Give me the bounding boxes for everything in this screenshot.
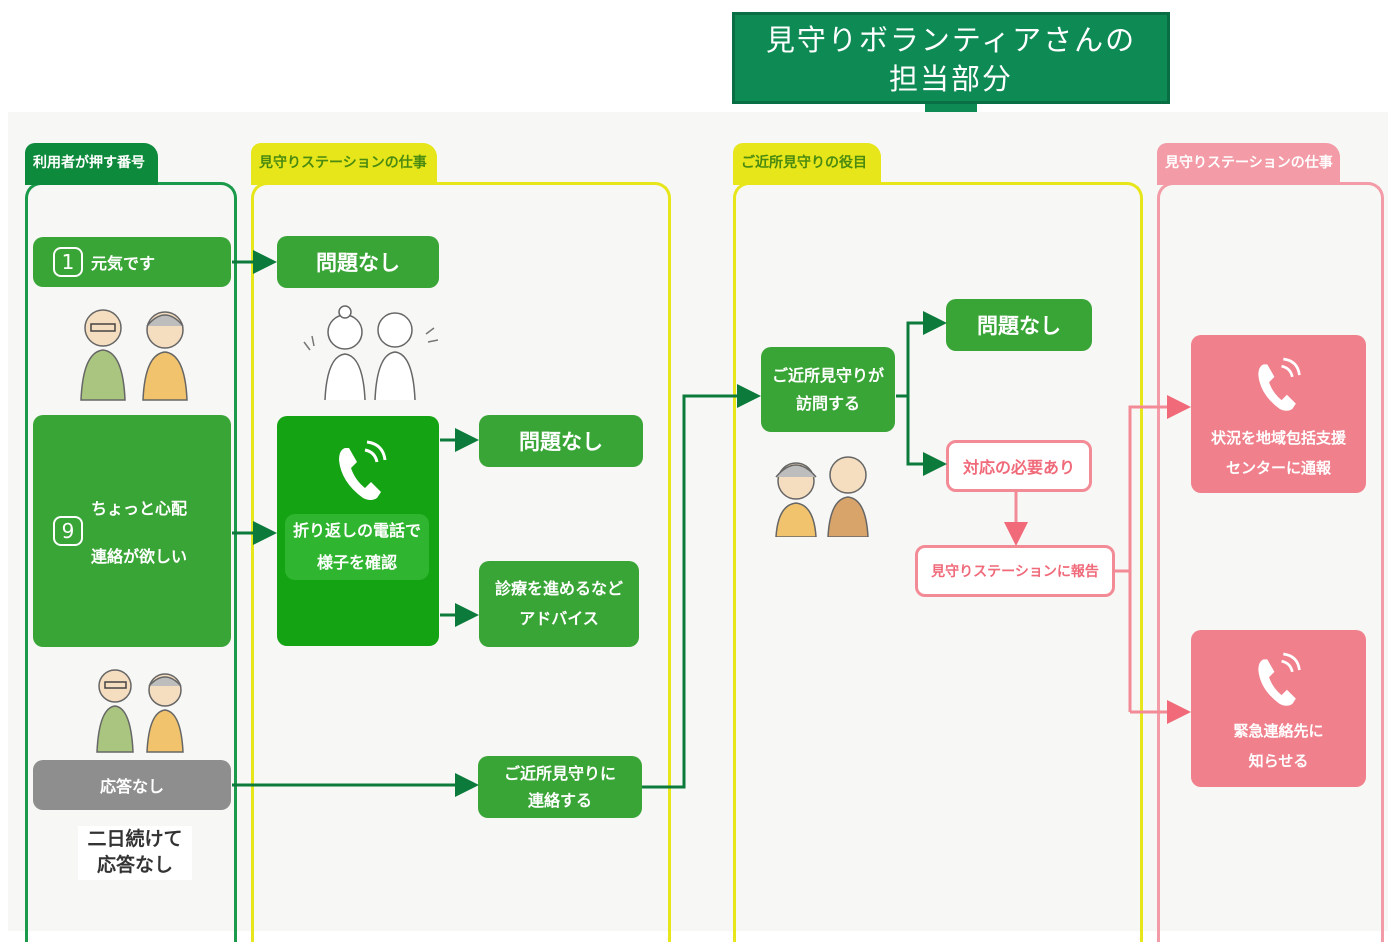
smiling-couple-illustration — [775, 456, 869, 537]
option-9-number: 9 — [53, 516, 83, 546]
notify-emergency-box: 緊急連絡先に 知らせる — [1191, 630, 1366, 787]
banner-line2: 担当部分 — [888, 62, 1013, 96]
callback-box: 折り返しの電話で 様子を確認 — [277, 416, 439, 646]
option-9-label1: ちょっと心配 — [91, 499, 188, 518]
tab-user: 利用者が押す番号 — [25, 143, 158, 185]
need-action-box: 対応の必要あり — [946, 440, 1092, 492]
banner: 見守りボランティアさんの 担当部分 — [732, 12, 1170, 104]
callback-label: 折り返しの電話で 様子を確認 — [285, 514, 429, 580]
notify-center-box: 状況を地域包括支援 センターに通報 — [1191, 335, 1366, 493]
option-9-box: 9 ちょっと心配 連絡が欲しい — [33, 415, 231, 647]
neighbor-ok-box: 問題なし — [946, 299, 1092, 351]
ok-top-box: 問題なし — [277, 236, 439, 288]
no-answer-box: 応答なし — [33, 760, 231, 810]
happy-couple-illustration — [303, 305, 439, 401]
advice-box: 診療を進めるなど アドバイス — [479, 561, 639, 647]
option-9-label2: 連絡が欲しい — [91, 547, 188, 566]
option-1-label: 元気です — [91, 254, 156, 273]
tab-station1: 見守りステーションの仕事 — [251, 143, 437, 185]
ok-mid-box: 問題なし — [479, 415, 643, 467]
notify-emergency-label: 緊急連絡先に 知らせる — [1233, 722, 1324, 770]
tab-neighbor: ご近所見守りの役目 — [733, 143, 881, 185]
option-1-number: 1 — [53, 247, 83, 277]
phone-icon-center — [1258, 357, 1301, 411]
elderly-couple-illustration — [80, 309, 188, 401]
section-neighbor — [733, 182, 1143, 942]
tab-station2: 見守りステーションの仕事 — [1157, 143, 1340, 185]
phone-icon — [339, 440, 387, 500]
contact-neighbor-box: ご近所見守りに 連絡する — [478, 756, 642, 818]
option-1-box: 1 元気です — [33, 237, 231, 287]
visit-box: ご近所見守りが 訪問する — [761, 347, 895, 432]
report-box: 見守りステーションに報告 — [915, 545, 1115, 597]
section-station1 — [251, 182, 671, 942]
two-days-note: 二日続けて 応答なし — [78, 826, 192, 880]
worried-couple-illustration — [96, 669, 184, 753]
phone-icon-emergency — [1258, 652, 1301, 706]
banner-line1: 見守りボランティアさんの — [765, 23, 1137, 57]
notify-center-label: 状況を地域包括支援 センターに通報 — [1210, 429, 1346, 477]
